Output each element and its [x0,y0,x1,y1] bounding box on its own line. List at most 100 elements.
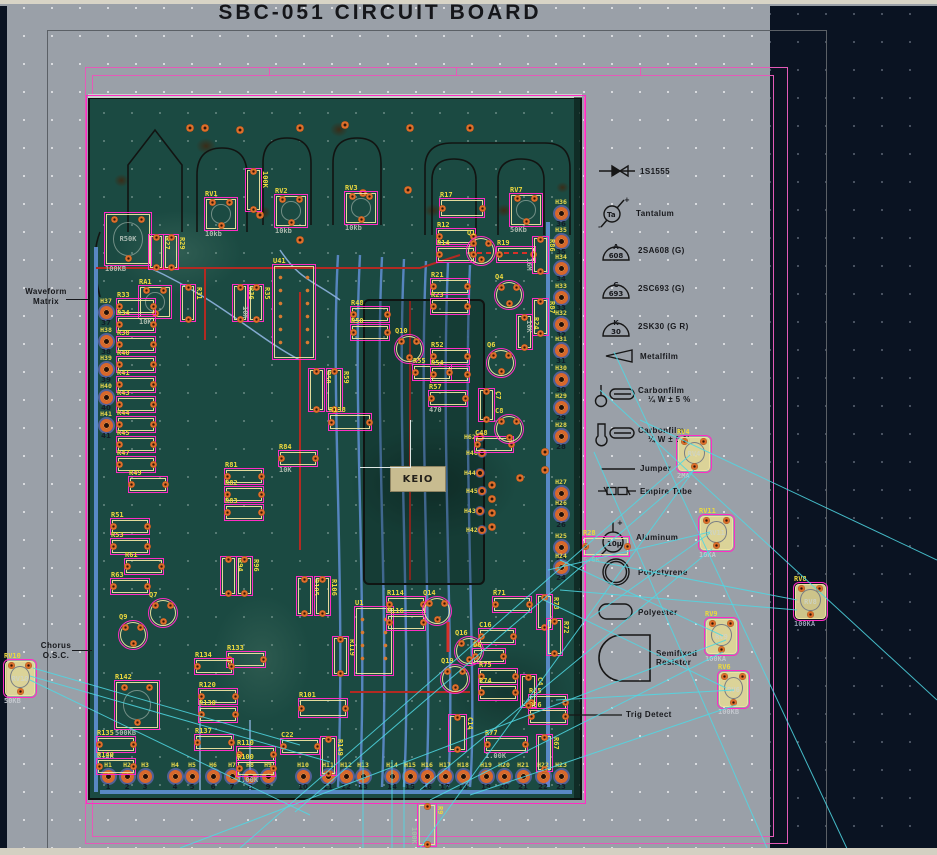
bottom-scroll-strip[interactable] [0,848,937,855]
pin-pad[interactable] [554,317,568,331]
component[interactable]: R106 [314,575,338,617]
component[interactable]: R54 [429,359,471,383]
component[interactable]: R24 [516,313,540,351]
board-pin[interactable]: H41 41 [95,411,117,440]
component[interactable]: R96 [236,555,260,597]
pin-pad[interactable] [554,507,568,521]
component[interactable]: R67 [536,733,560,773]
board-pin[interactable]: H39 39 [95,355,117,384]
component[interactable]: RV4 RV4 2MA [676,428,712,480]
component[interactable]: R100 1.00K [235,753,277,784]
board-pin[interactable]: H28 28 [550,422,572,451]
component[interactable]: RV2 10kb [274,187,308,235]
board-pin[interactable]: H35 35 [550,227,572,256]
pin-pad[interactable] [99,390,113,404]
component[interactable]: C48 [473,429,515,453]
component[interactable]: R135 2.2K [95,729,137,760]
component[interactable]: R83 [223,497,265,521]
component[interactable]: R71 [491,589,533,613]
component[interactable]: R49 [127,469,169,493]
pin-pad[interactable] [456,769,470,783]
component[interactable]: R105 [296,575,320,617]
stray-pad[interactable] [186,124,194,132]
component[interactable]: R77 1.00K [483,729,529,760]
pin-pad[interactable] [99,334,113,348]
board-pin[interactable]: H5 5 [181,762,203,791]
component[interactable]: Q19 [440,657,470,694]
stray-pad[interactable] [488,481,496,489]
component[interactable]: Q9 [118,613,148,650]
right-dark-margin[interactable] [770,6,937,848]
pin-pad[interactable] [339,769,353,783]
component[interactable]: Q1 [466,229,496,266]
pin-pad[interactable] [554,372,568,386]
component[interactable]: R17 [438,191,486,218]
component[interactable]: C14 [448,713,474,753]
board-pin[interactable]: H36 36 [550,199,572,228]
stray-pad[interactable] [404,186,412,194]
component[interactable]: R116 [385,607,427,631]
board-pin[interactable]: H45 [464,487,486,495]
board-pin[interactable]: H29 29 [550,393,572,422]
component[interactable]: R130 [197,699,239,723]
component[interactable]: C8 [494,407,524,444]
component[interactable]: R134 [193,651,235,675]
component[interactable]: RV6 RV6 100KB [717,663,750,716]
board-pin[interactable]: H26 26 [550,500,572,529]
board-pin[interactable]: H31 31 [550,336,572,365]
component[interactable]: R137 [193,727,235,751]
stray-pad[interactable] [488,523,496,531]
board-pin[interactable]: H42 [464,526,486,534]
component[interactable]: U41 [272,257,316,360]
component[interactable]: Q4 [494,273,524,310]
component[interactable]: R27 [148,233,171,271]
pin-pad[interactable] [475,507,484,515]
stray-pad[interactable] [516,474,524,482]
component[interactable]: R53 [109,531,151,555]
pin-pad[interactable] [99,305,113,319]
pin-pad[interactable] [475,433,484,441]
pin-pad[interactable] [554,400,568,414]
stray-pad[interactable] [541,466,549,474]
component[interactable]: RV10 RV10 50KB [3,652,37,705]
component[interactable]: U1 [354,599,394,676]
component[interactable]: R87 10K [525,297,556,337]
pin-pad[interactable] [554,343,568,357]
component[interactable]: 100K [245,167,269,213]
pin-pad[interactable] [206,769,220,783]
stray-pad[interactable] [201,124,209,132]
component[interactable]: R94 [220,555,244,597]
component[interactable]: C7 [478,387,502,423]
pin-pad[interactable] [168,769,182,783]
pin-pad[interactable] [554,560,568,574]
board-pin[interactable]: H3 3 [134,762,156,791]
component[interactable]: R23 [429,291,471,315]
component[interactable]: R57 470 [427,383,469,414]
component[interactable]: R43 [115,389,157,413]
stray-pad[interactable] [488,495,496,503]
component[interactable]: R119 [332,635,356,677]
pin-pad[interactable] [554,261,568,275]
stray-pad[interactable] [296,236,304,244]
pin-pad[interactable] [479,769,493,783]
board-pin[interactable]: H32 32 [550,310,572,339]
component[interactable]: R45 [115,429,157,453]
pin-pad[interactable] [99,418,113,432]
pin-pad[interactable] [296,769,310,783]
component[interactable]: R138 [327,406,373,431]
board-pin[interactable]: H37 37 [95,298,117,327]
pin-pad[interactable] [554,769,568,783]
pin-pad[interactable] [385,769,399,783]
pin-pad[interactable] [475,469,484,477]
board-pin[interactable]: H34 34 [550,254,572,283]
component[interactable]: RV1 10kb [204,190,238,238]
component[interactable]: R74 [477,677,519,701]
pin-pad[interactable] [185,769,199,783]
component[interactable]: C16 [477,621,517,645]
board-pin[interactable]: H18 18 [452,762,474,791]
component[interactable]: RV7 50Kb [509,186,543,234]
board-pin[interactable]: H10 10 [292,762,314,791]
board-pin[interactable]: H24 24 [550,553,572,582]
pin-pad[interactable] [497,769,511,783]
component[interactable]: RV11 RV11 10KA [698,507,735,559]
